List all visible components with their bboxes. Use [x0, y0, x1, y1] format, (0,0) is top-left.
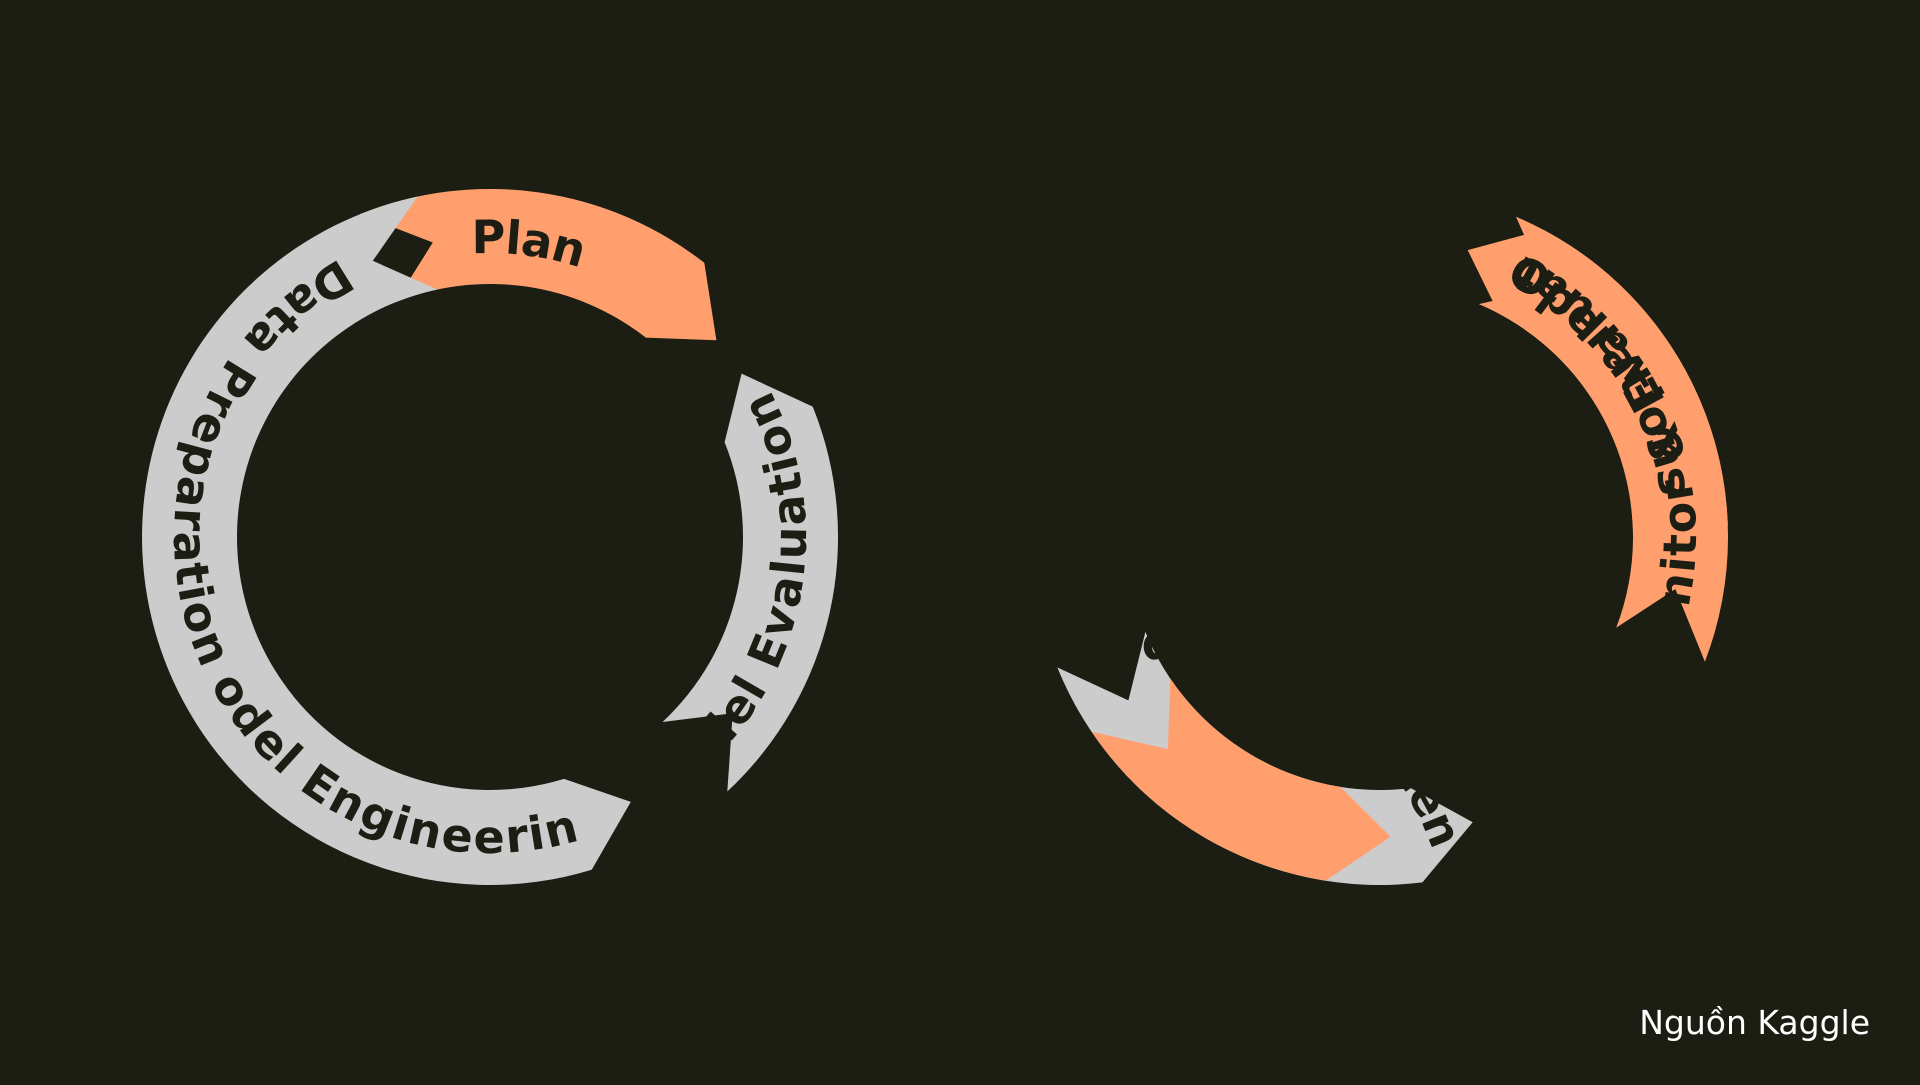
label-model-evaluation: Model Evaluation: [629, 384, 817, 817]
segment-model-evaluation: [662, 373, 839, 792]
segment-data-preparation: [142, 196, 438, 767]
segment-unlabeled-segment: [1091, 678, 1391, 881]
label-data-preparation: Data Preparation: [163, 249, 363, 673]
label-model-engineering: Model Engineering: [0, 0, 583, 864]
segment-plan: [359, 188, 717, 341]
source-credit: Nguồn Kaggle: [1639, 1003, 1870, 1042]
segment-monitor-evaluate: [1467, 229, 1729, 662]
segment-model-engineering: [194, 671, 631, 885]
